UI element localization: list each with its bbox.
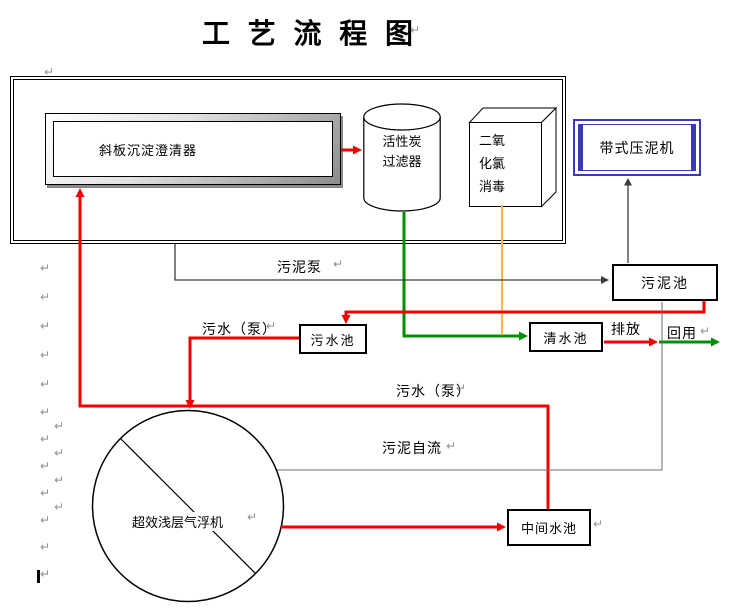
node-sewage-pool[interactable]: 污水池 xyxy=(299,324,367,354)
label-sludge-pump: 污泥泵 xyxy=(277,259,322,275)
paragraph-mark: ↵ xyxy=(40,567,51,581)
paragraph-mark: ↵ xyxy=(40,486,51,500)
paragraph-mark: ↵ xyxy=(40,459,51,473)
edge-filter-to-cleanpool-arrowhead xyxy=(519,331,528,341)
paragraph-mark: ↵ xyxy=(266,319,277,333)
flotation-label: 超效浅层气浮机 xyxy=(130,512,226,531)
paragraph-mark: ↵ xyxy=(700,324,711,338)
paragraph-mark: ↵ xyxy=(40,405,51,419)
disinfection-label-line1: 二氧 xyxy=(479,133,506,148)
sludge-pool-label: 污泥池 xyxy=(641,274,689,291)
sewage-pool-label: 污水池 xyxy=(310,332,356,348)
paragraph-mark: ↵ xyxy=(40,319,51,333)
label-sludge-gravity-flow: 污泥自流 xyxy=(382,440,442,456)
paragraph-mark: ↵ xyxy=(40,348,51,362)
paragraph-mark: ↵ xyxy=(40,290,51,304)
disinfection-label: 二氧 化氯 消毒 xyxy=(479,129,505,198)
label-sewage-pump-upper: 污水（泵） xyxy=(202,321,277,337)
edge-sewagepool-to-flotation-arrowhead xyxy=(185,400,195,409)
label-sewage-pump-lower: 污水（泵） xyxy=(396,383,471,399)
paragraph-mark: ↵ xyxy=(593,517,604,531)
paragraph-mark: ↵ xyxy=(54,419,65,433)
carbon-filter-label: 活性炭 过滤器 xyxy=(363,132,441,172)
paragraph-mark: ↵ xyxy=(410,23,421,37)
paragraph-mark: ↵ xyxy=(40,261,51,275)
edge-clarifier-to-sludgepool-arrowhead xyxy=(601,276,609,284)
belt-press-label: 带式压泥机 xyxy=(599,139,675,156)
edge-flotation-to-middlepool-arrowhead xyxy=(497,522,506,532)
disinfection-label-line2: 化氯 xyxy=(479,156,506,171)
clarifier-label: 斜板沉淀澄清器 xyxy=(99,142,198,158)
paragraph-mark: ↵ xyxy=(40,377,51,391)
clean-pool-label: 清水池 xyxy=(543,330,589,346)
edge-clarifier-to-sludgepool xyxy=(174,244,601,281)
paragraph-mark: ↵ xyxy=(54,446,65,460)
node-clarifier[interactable]: 斜板沉淀澄清器 xyxy=(45,113,341,185)
paragraph-mark: ↵ xyxy=(40,432,51,446)
paragraph-mark: ↵ xyxy=(40,540,51,554)
paragraph-mark: ↵ xyxy=(446,439,457,453)
paragraph-mark: ↵ xyxy=(333,257,344,271)
node-belt-press[interactable]: 带式压泥机 xyxy=(573,119,701,176)
node-flotation[interactable] xyxy=(91,409,285,603)
middle-pool-label: 中间水池 xyxy=(520,521,577,536)
label-discharge: 排放 xyxy=(611,321,641,337)
paragraph-mark: ↵ xyxy=(40,513,51,527)
node-middle-pool[interactable]: 中间水池 xyxy=(507,509,591,546)
disinfection-label-line3: 消毒 xyxy=(479,179,506,194)
carbon-filter-label-line2: 过滤器 xyxy=(382,154,422,169)
paragraph-mark: ↵ xyxy=(456,381,467,395)
edge-sludgepool-to-beltpress-arrowhead xyxy=(624,178,632,186)
edge-cleanpool-reuse-arrowhead xyxy=(711,337,720,347)
edge-sewagepool-to-flotation xyxy=(188,336,299,401)
carbon-filter-label-line1: 活性炭 xyxy=(382,134,422,149)
edge-sludgepool-to-sewagepool xyxy=(344,301,706,317)
paragraph-mark: ↵ xyxy=(247,510,258,524)
diagram-title: 工 艺 流 程 图 xyxy=(201,18,419,49)
edge-cleanpool-discharge-arrowhead xyxy=(649,337,658,347)
node-clean-pool[interactable]: 清水池 xyxy=(529,322,603,352)
paragraph-mark: ↵ xyxy=(54,473,65,487)
paragraph-mark: ↵ xyxy=(54,500,65,514)
node-sludge-pool[interactable]: 污泥池 xyxy=(612,264,718,301)
node-disinfection[interactable] xyxy=(468,106,560,208)
text-cursor xyxy=(37,570,40,583)
edge-sludgepool-to-sewagepool-arrowhead xyxy=(341,315,351,324)
label-reuse: 回用 xyxy=(667,325,697,341)
paragraph-mark: ↵ xyxy=(44,65,55,79)
